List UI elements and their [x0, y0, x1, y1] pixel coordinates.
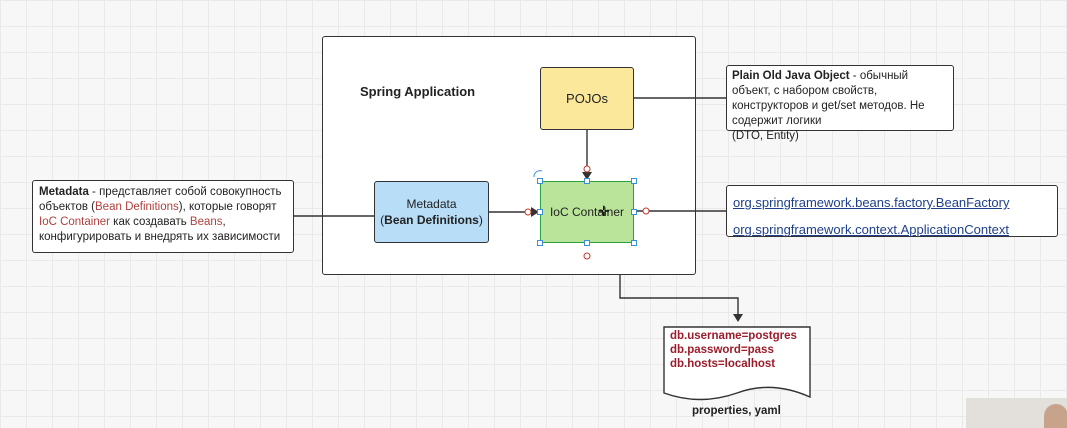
selection-handle[interactable] — [631, 209, 637, 215]
selection-handle[interactable] — [537, 178, 543, 184]
metadata-note-text: , конфигурировать и внедрять их зависимо… — [39, 216, 281, 243]
metadata-box[interactable]: Metadata (Bean Definitions) — [374, 181, 489, 243]
properties-document-shape — [663, 326, 811, 401]
pojo-note[interactable]: Plain Old Java Object - обычный объект, … — [726, 65, 954, 142]
properties-caption: properties, yaml — [692, 405, 781, 417]
properties-content: db.username=postgres db.password=pass db… — [670, 329, 797, 371]
selection-handle[interactable] — [537, 240, 543, 246]
metadata-note-text: - представляет собой совокупность объект… — [39, 186, 282, 213]
pojo-note-title: Plain Old Java Object — [732, 70, 850, 82]
metadata-note[interactable]: Metadata - представляет собой совокупнос… — [32, 180, 294, 253]
presenter-avatar — [1044, 404, 1067, 428]
pojos-box[interactable]: POJOs — [540, 67, 634, 130]
pojo-note-text: - обычный объект, с набором свойств, кон… — [732, 70, 925, 127]
beans-highlight: Beans — [189, 216, 223, 228]
metadata-note-text: ), которые говорят — [178, 201, 277, 213]
bean-definitions-highlight: Bean Definitions — [95, 201, 179, 213]
webcam-overlay — [966, 398, 1067, 428]
pojo-note-examples: (DTO, Entity) — [732, 130, 799, 142]
metadata-note-text: как создавать — [109, 216, 190, 228]
selection-handle[interactable] — [584, 240, 590, 246]
move-cursor-icon: ✛ — [598, 203, 610, 219]
metadata-note-title: Metadata — [39, 186, 89, 198]
selection-handle[interactable] — [631, 240, 637, 246]
property-line: db.username=postgres — [670, 330, 797, 342]
property-line: db.password=pass — [670, 344, 774, 356]
selection-handle[interactable] — [537, 209, 543, 215]
application-context-link[interactable]: org.springframework.context.ApplicationC… — [733, 222, 1010, 237]
metadata-label: Metadata — [406, 197, 457, 211]
metadata-sub-label: (Bean Definitions) — [380, 213, 483, 227]
bean-definitions-label: Bean Definitions — [384, 213, 479, 227]
pojos-label: POJOs — [566, 91, 608, 106]
bean-factory-link[interactable]: org.springframework.beans.factory.BeanFa… — [733, 195, 1010, 210]
selection-handle[interactable] — [584, 178, 590, 184]
selection-handle[interactable] — [631, 178, 637, 184]
spring-application-title: Spring Application — [360, 84, 476, 99]
ioc-container-box[interactable]: IoC Container — [540, 181, 634, 243]
ioc-container-highlight: IoC Container — [39, 216, 110, 228]
bean-factory-note[interactable]: org.springframework.beans.factory.BeanFa… — [726, 185, 1058, 237]
ioc-container-label: IoC Container — [549, 205, 625, 219]
property-line: db.hosts=localhost — [670, 358, 776, 370]
